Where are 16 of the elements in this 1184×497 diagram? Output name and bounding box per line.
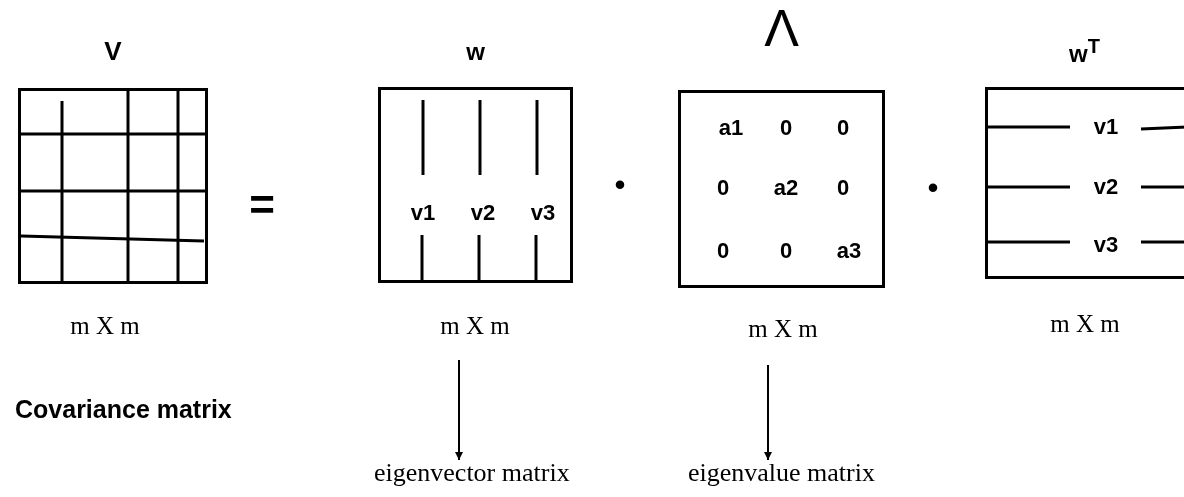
dimension-label: m X m [748, 315, 818, 343]
matrix-symbol: V [104, 38, 122, 64]
matrix-caption: Covariance matrix [15, 395, 232, 424]
equals-sign: = [249, 183, 275, 227]
matrix-symbol: w [466, 40, 485, 64]
multiplication-dot: • [614, 170, 626, 200]
arrow [455, 359, 463, 461]
multiplication-dot: • [927, 173, 939, 203]
dimension-label: m X m [70, 312, 140, 340]
dimension-label: m X m [1050, 310, 1120, 338]
matrix-symbol: Λ [764, 2, 799, 54]
dimension-label: m X m [440, 312, 510, 340]
caption-text: eigenvalue matrix [688, 458, 875, 488]
matrix-symbol: w$^{T}$ [1069, 34, 1100, 66]
caption-text: eigenvector matrix [374, 458, 570, 488]
arrow [764, 364, 772, 461]
